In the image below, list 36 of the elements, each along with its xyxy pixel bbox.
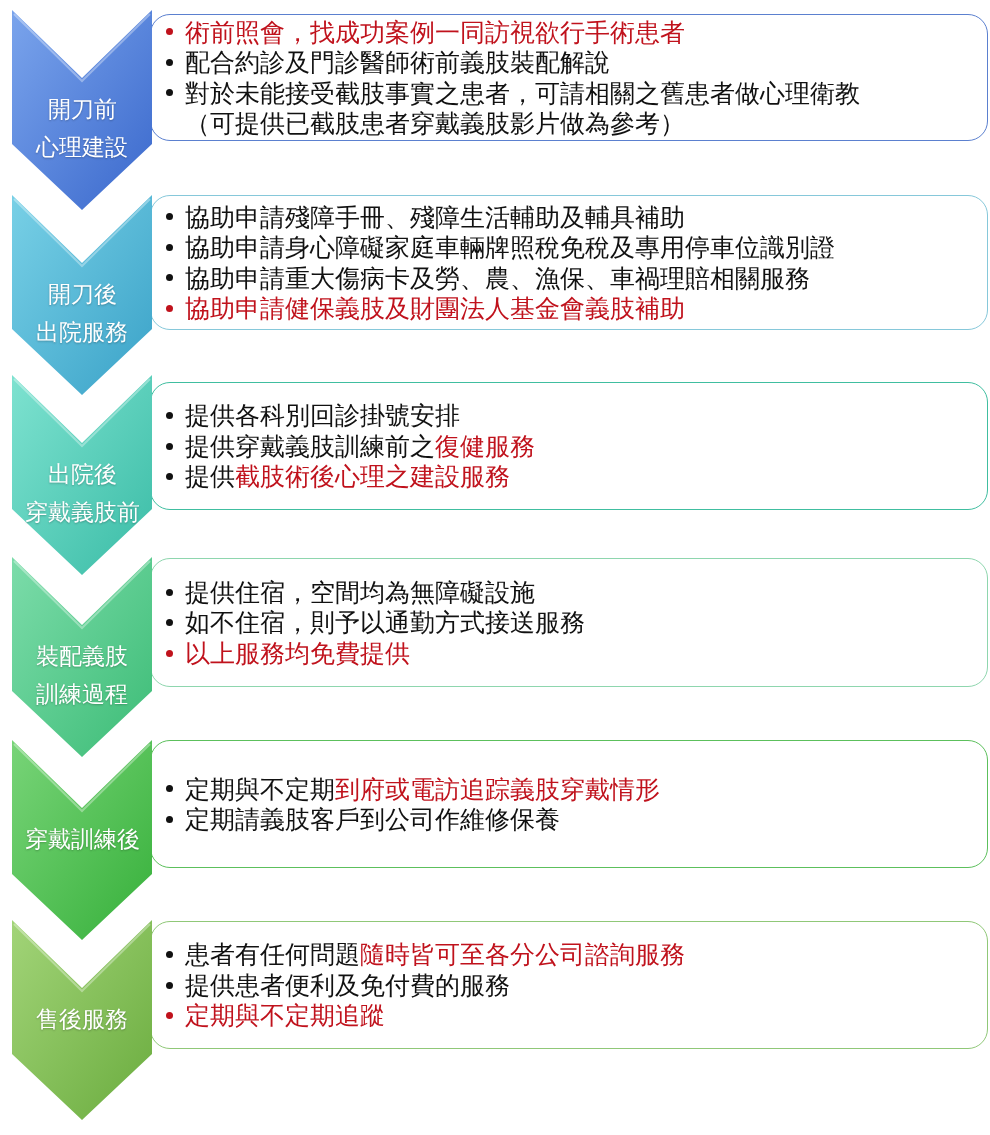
chevron-step — [12, 920, 152, 1120]
bullet-text: 提供穿戴義肢訓練前之復健服務 — [166, 430, 535, 462]
bullet-text: 配合約診及門診醫師術前義肢裝配解說 — [166, 47, 610, 78]
bullet-text: 提供患者便利及免付費的服務 — [166, 969, 510, 1001]
description-box — [150, 382, 988, 510]
chevron-step — [12, 375, 152, 575]
description-box — [150, 921, 988, 1049]
step-label: 開刀後出院服務 — [36, 280, 128, 347]
description-box — [150, 195, 988, 330]
bullet-text: 患者有任何問題隨時皆可至各分公司諮詢服務 — [166, 939, 685, 970]
bullet-text: 提供各科別回診掛號安排 — [166, 400, 460, 431]
description-box — [150, 740, 988, 868]
bullet-text: 定期與不定期到府或電訪追踪義肢穿戴情形 — [166, 773, 660, 804]
step-label: 裝配義肢訓練過程 — [36, 642, 128, 709]
chevron-step — [12, 195, 152, 395]
bullet-text: 協助申請健保義肢及財團法人基金會義肢補助 — [166, 293, 685, 324]
bullet-text: 對於未能接受截肢事實之患者，可請相關之舊患者做心理衛教（可提供已截肢患者穿戴義肢影片做為參考） — [166, 77, 892, 139]
bullet-text: 定期請義肢客戶到公司作維修保養 — [166, 804, 560, 835]
step-label: 售後服務 — [36, 1005, 128, 1034]
step-label: 出院後穿戴義肢前 — [24, 460, 140, 527]
chevron-step — [12, 740, 152, 940]
step-label: 開刀前心理建設 — [36, 95, 128, 162]
description-box — [150, 14, 988, 141]
bullet-text: 如不住宿，則予以通勤方式接送服務 — [166, 607, 585, 638]
bullet-text: 定期與不定期追蹤 — [166, 1000, 385, 1031]
step-label: 穿戴訓練後 — [24, 825, 140, 854]
description-box — [150, 558, 988, 687]
bullet-text: 協助申請重大傷病卡及勞、農、漁保、車禍理賠相關服務 — [166, 262, 810, 293]
bullet-text: 術前照會，找成功案例一同訪視欲行手術患者 — [166, 16, 685, 47]
chevron-step — [12, 557, 152, 757]
bullet-text: 提供截肢術後心理之建設服務 — [166, 461, 510, 492]
bullet-text: 協助申請身心障礙家庭車輛牌照稅免稅及專用停車位識別證 — [166, 232, 835, 263]
bullet-text: 提供住宿，空間均為無障礙設施 — [166, 576, 535, 608]
chevron-step — [12, 10, 152, 210]
bullet-text: 以上服務均免費提供 — [166, 637, 410, 669]
bullet-text: 協助申請殘障手冊、殘障生活輔助及輔具補助 — [166, 201, 685, 232]
